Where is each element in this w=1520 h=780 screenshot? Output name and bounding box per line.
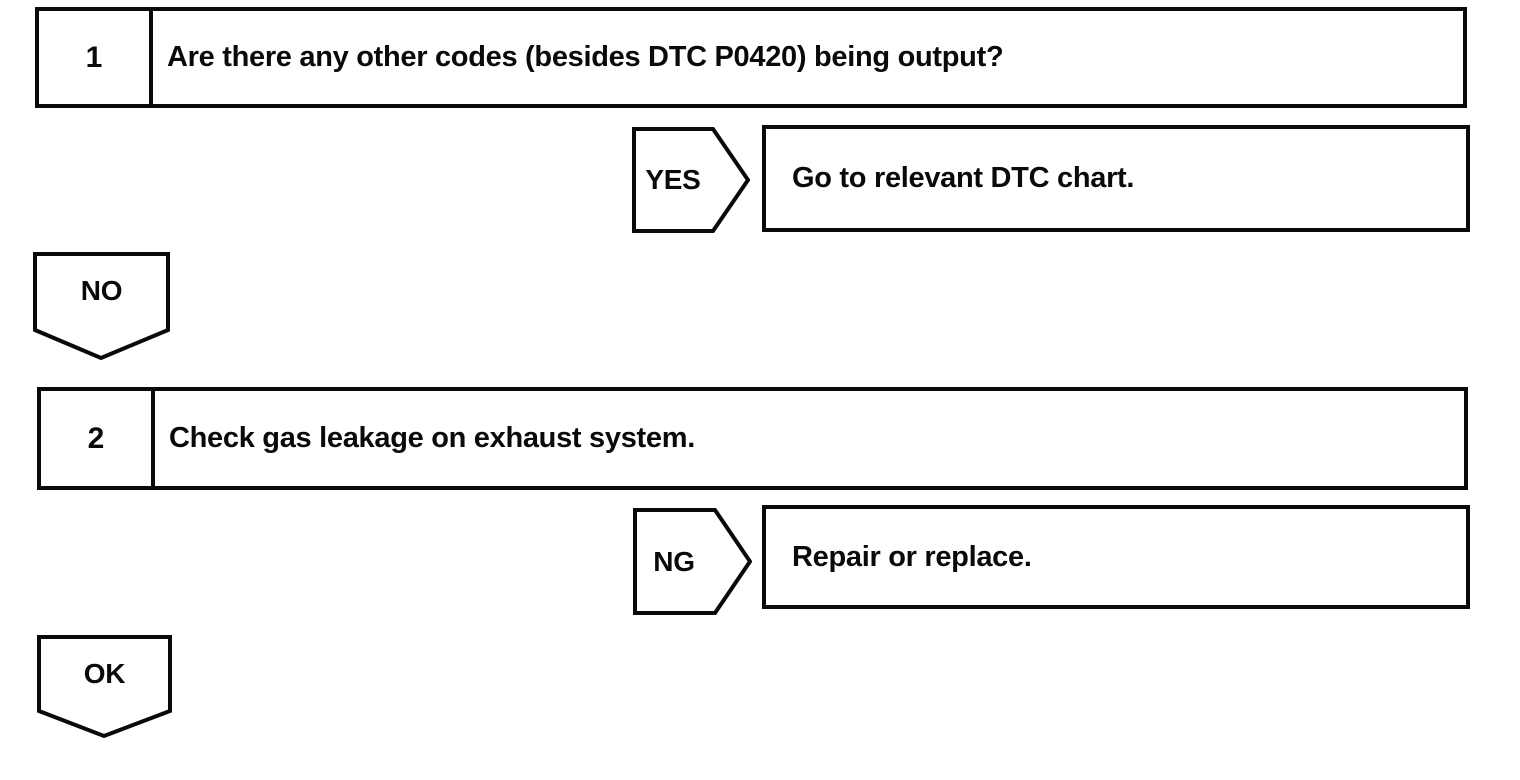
- step-2-ng-result-box: Repair or replace.: [762, 505, 1470, 609]
- step-1-no-label: NO: [80, 275, 123, 306]
- step-2-ok-label: OK: [83, 658, 126, 689]
- step-2-number: 2: [41, 391, 155, 486]
- step-1-yes-label: YES: [645, 164, 701, 195]
- step-1-yes-arrow: YES: [632, 127, 750, 233]
- step-1-yes-result-box: Go to relevant DTC chart.: [762, 125, 1470, 232]
- step-2-question-text: Check gas leakage on exhaust system.: [169, 422, 695, 454]
- step-2-ng-arrow: NG: [633, 508, 752, 615]
- step-2-ng-result-text: Repair or replace.: [792, 540, 1032, 573]
- step-1-question-text: Are there any other codes (besides DTC P…: [167, 41, 1004, 73]
- step-2-ng-label: NG: [653, 545, 695, 577]
- step-1-no-arrow: NO: [33, 252, 170, 360]
- down-arrow-shape-icon: [33, 252, 170, 360]
- step-1-box: 1 Are there any other codes (besides DTC…: [35, 7, 1467, 108]
- down-arrow-shape-icon: [37, 635, 172, 738]
- right-arrow-shape-icon: [633, 508, 752, 615]
- step-2-box: 2 Check gas leakage on exhaust system.: [37, 387, 1468, 490]
- step-1-number: 1: [39, 11, 153, 104]
- right-arrow-shape-icon: [632, 127, 750, 233]
- step-2-ok-arrow: OK: [37, 635, 172, 738]
- step-1-yes-result-text: Go to relevant DTC chart.: [792, 162, 1135, 194]
